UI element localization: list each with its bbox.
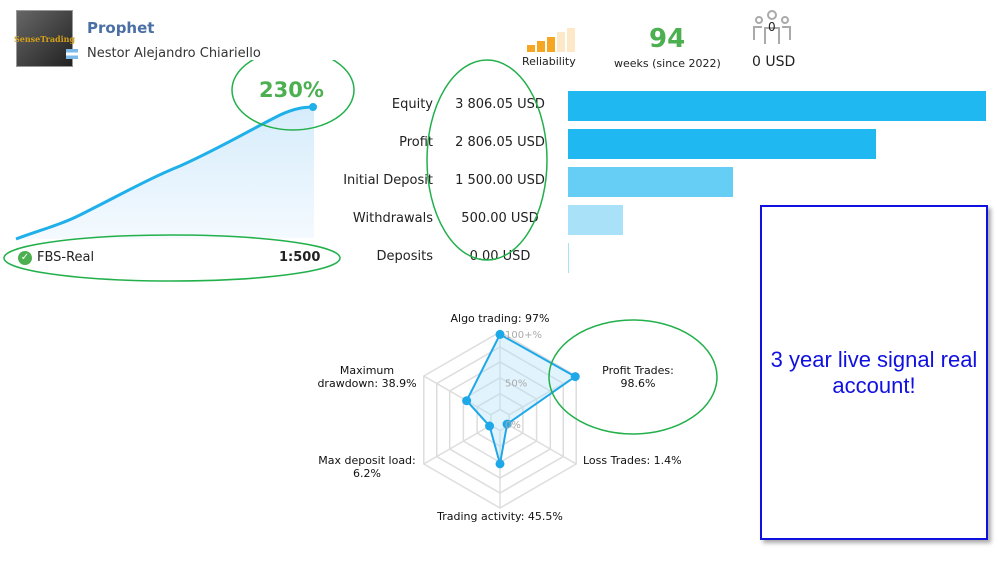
author-name[interactable]: Nestor Alejandro Chiariello [87, 46, 261, 61]
growth-value: 230% [259, 78, 324, 102]
radar-point [495, 459, 505, 469]
radar-axis [508, 375, 577, 416]
radar-tick-label: 100+% [505, 330, 542, 341]
radar-axis-label: Algo trading: 97% [450, 312, 550, 325]
annotation-box: 3 year live signal real account! [760, 205, 988, 540]
subscribers-value: 0 USD [752, 54, 796, 70]
radar-axis [508, 424, 577, 465]
radar-axis-label: Maximum drawdown: 38.9% [317, 364, 417, 390]
radar-axis-label: Trading activity: 45.5% [437, 510, 563, 523]
finance-bar [568, 129, 877, 159]
radar-point [570, 372, 580, 382]
reliability-label: Reliability [522, 55, 576, 68]
radar-tick-label: 50% [505, 378, 527, 389]
leverage: 1:500 [279, 250, 321, 265]
radar-axis-label: Max deposit load: 6.2% [318, 454, 416, 480]
signal-name[interactable]: Prophet [87, 19, 155, 37]
finance-bar [568, 205, 623, 235]
radar-axis-label: Profit Trades: 98.6% [602, 364, 674, 390]
subscribers-count: 0 [768, 20, 776, 34]
finance-label: Initial Deposit [343, 173, 433, 188]
finance-bar [568, 91, 986, 121]
finance-bar [568, 167, 733, 197]
finance-bar [568, 243, 569, 273]
radar-point [485, 421, 495, 431]
radar-axis-label: Loss Trades: 1.4% [583, 454, 682, 467]
avatar[interactable]: SenseTrading [14, 10, 75, 67]
growth-chart [3, 60, 355, 282]
highlight-circle [231, 60, 355, 131]
verified-icon: ✓ [18, 251, 32, 265]
finance-value: 3 806.05 USD [455, 97, 545, 112]
highlight-circle [548, 319, 718, 435]
finance-value: 2 806.05 USD [455, 135, 545, 150]
finance-label: Withdrawals [352, 211, 433, 226]
flag-icon [66, 49, 78, 59]
reliability-icon [526, 27, 578, 57]
highlight-circle [3, 234, 341, 282]
finance-label: Equity [391, 97, 433, 112]
finance-value: 1 500.00 USD [455, 173, 545, 188]
weeks-value: 94 [649, 24, 686, 54]
broker-name[interactable]: FBS-Real [37, 250, 95, 265]
radar-point [502, 419, 512, 429]
weeks-label: weeks (since 2022) [614, 57, 721, 70]
finance-label: Deposits [376, 249, 433, 264]
growth-endpoint [309, 103, 317, 111]
radar-axis [423, 424, 492, 465]
radar-tick-label: 0% [505, 420, 521, 431]
highlight-circle [426, 59, 548, 261]
finance-value: 500.00 USD [461, 211, 539, 226]
radar-axis [423, 375, 492, 416]
radar-series [465, 333, 578, 465]
finance-label: Profit [399, 135, 433, 150]
subscribers-icon [752, 10, 792, 50]
growth-line [15, 105, 315, 241]
radar-point [462, 396, 472, 406]
radar-point [495, 329, 505, 339]
